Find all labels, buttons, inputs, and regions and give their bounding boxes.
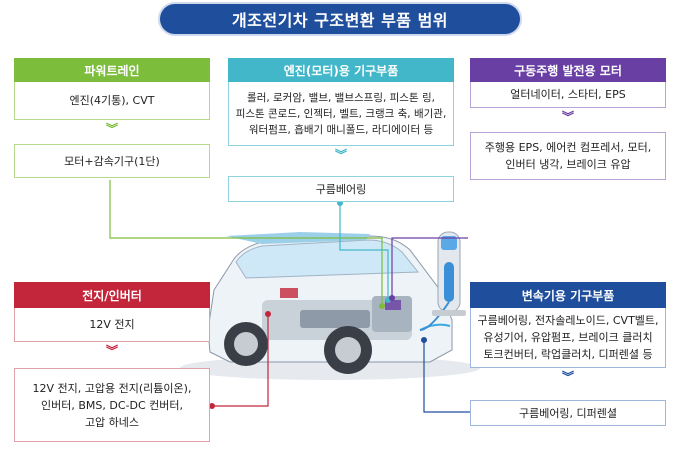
chevron-down-icon: ︾ bbox=[105, 122, 118, 136]
battery-header: 전지/인버터 bbox=[14, 282, 210, 308]
battery-after-line: 인버터, BMS, DC-DC 컨버터, bbox=[41, 398, 183, 412]
chevron-down-icon: ︾ bbox=[105, 344, 118, 358]
transmission-before-line: 토크컨버터, 락업클러치, 디퍼렌셜 등 bbox=[483, 348, 653, 361]
battery-after: 12V 전지, 고압용 전지(리튬이온), 인버터, BMS, DC-DC 컨버… bbox=[14, 368, 210, 442]
drive-power-after: 주행용 EPS, 에어컨 컴프레서, 모터, 인버터 냉각, 브레이크 유압 bbox=[470, 132, 666, 180]
transmission-before-line: 구름베어링, 전자솔레노이드, CVT벨트, bbox=[477, 314, 659, 327]
drive-power-after-line: 주행용 EPS, 에어컨 컴프레서, 모터, bbox=[484, 141, 652, 154]
page-title: 개조전기차 구조변환 부품 범위 bbox=[160, 4, 520, 34]
powertrain-header: 파워트레인 bbox=[14, 58, 210, 82]
chevron-down-icon: ︾ bbox=[334, 148, 347, 162]
powertrain-before: 엔진(4기통), CVT bbox=[14, 82, 210, 120]
ev-car-illustration bbox=[180, 232, 480, 380]
chevron-down-icon: ︾ bbox=[561, 110, 574, 124]
transmission-before: 구름베어링, 전자솔레노이드, CVT벨트, 유성기어, 유압펌프, 브레이크 … bbox=[470, 308, 666, 368]
charging-station-illustration bbox=[419, 231, 466, 331]
engine-parts-before-line: 롤러, 로커암, 밸브, 밸브스프링, 피스톤 링, bbox=[247, 91, 435, 104]
engine-parts-after: 구름베어링 bbox=[228, 176, 454, 202]
drive-power-header: 구동주행 발전용 모터 bbox=[470, 58, 666, 82]
powertrain-after: 모터+감속기구(1단) bbox=[14, 144, 210, 178]
drive-power-after-line: 인버터 냉각, 브레이크 유압 bbox=[505, 158, 631, 171]
battery-after-line: 고압 하네스 bbox=[84, 415, 140, 429]
transmission-before-line: 유성기어, 유압펌프, 브레이크 클러치 bbox=[483, 331, 653, 344]
engine-parts-before-line: 워터펌프, 흡배기 매니폴드, 라디에이터 등 bbox=[248, 123, 434, 136]
transmission-after: 구름베어링, 디퍼렌셜 bbox=[470, 400, 666, 426]
battery-after-line: 12V 전지, 고압용 전지(리튬이온), bbox=[32, 381, 192, 395]
engine-parts-header: 엔진(모터)용 기구부품 bbox=[228, 58, 454, 82]
transmission-header: 변속기용 기구부품 bbox=[470, 282, 666, 308]
battery-before: 12V 전지 bbox=[14, 308, 210, 342]
chevron-down-icon: ︾ bbox=[561, 370, 574, 384]
engine-parts-before-line: 피스톤 콘로드, 인젝터, 벨트, 크랭크 축, 배기관, bbox=[235, 107, 447, 120]
engine-parts-before: 롤러, 로커암, 밸브, 밸브스프링, 피스톤 링, 피스톤 콘로드, 인젝터,… bbox=[228, 82, 454, 146]
drive-power-before: 얼터네이터, 스타터, EPS bbox=[470, 82, 666, 108]
